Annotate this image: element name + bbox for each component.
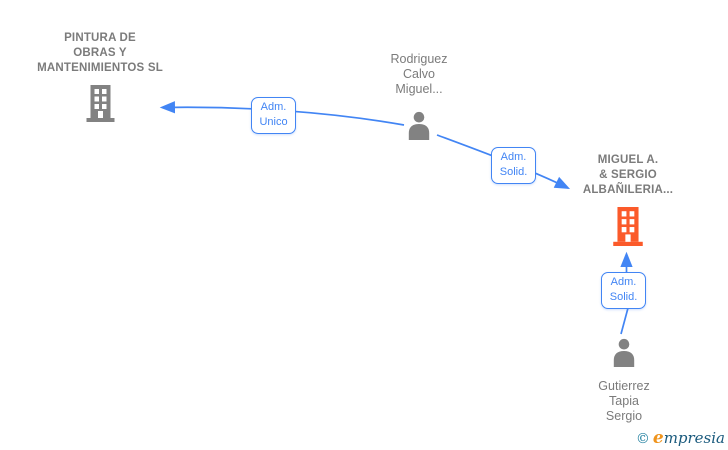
node-label-line: PINTURA DE (64, 32, 136, 44)
edge-gutierrez-miguel (621, 254, 628, 335)
node-label-line: & SERGIO (599, 169, 657, 181)
node-label-line: ALBAÑILERIA... (582, 184, 674, 196)
brand-initial: e (652, 428, 664, 448)
node-label-line: MIGUEL A. (597, 154, 659, 166)
brand-name: mpresia (663, 429, 725, 447)
node-label-line: OBRAS Y (73, 47, 127, 59)
node-label-line: MANTENIMIENTOS SL (37, 62, 163, 74)
copyright-symbol: © (635, 431, 650, 447)
edge-label-line: Solid. (609, 291, 638, 303)
person-icon[interactable] (344, 110, 494, 145)
node-label: Gutierrez Tapia Sergio (549, 379, 699, 424)
person-icon[interactable] (549, 337, 699, 372)
node-label: PINTURA DE OBRAS Y MANTENIMIENTOS SL (25, 31, 175, 76)
node-person-rodriguez[interactable]: Rodriguez Calvo Miguel... (344, 52, 494, 145)
edge-label-adm-unico: Adm. Unico (251, 97, 296, 134)
node-label: Rodriguez Calvo Miguel... (344, 52, 494, 97)
edge-label-adm-solid-1: Adm. Solid. (491, 147, 536, 184)
node-company-pintura[interactable]: PINTURA DE OBRAS Y MANTENIMIENTOS SL (25, 31, 175, 127)
edge-label-line: Solid. (499, 166, 528, 178)
node-label-line: Tapia (609, 394, 639, 408)
node-label-line: Miguel... (395, 82, 443, 96)
edge-label-line: Adm. (610, 276, 637, 288)
building-icon[interactable] (553, 207, 703, 251)
node-label-line: Sergio (605, 409, 643, 423)
edge-label-line: Unico (259, 116, 288, 128)
node-company-miguel-sergio[interactable]: MIGUEL A. & SERGIO ALBAÑILERIA... (553, 153, 703, 251)
edge-label-line: Adm. (500, 151, 527, 163)
edge-label-adm-solid-2: Adm. Solid. (601, 272, 646, 309)
node-label-line: Gutierrez (598, 379, 650, 393)
node-label-line: Rodriguez (390, 52, 448, 66)
node-label: MIGUEL A. & SERGIO ALBAÑILERIA... (553, 153, 703, 198)
node-label-line: Calvo (403, 67, 435, 81)
empresia-watermark: ©empresia (636, 428, 725, 448)
edge-label-line: Adm. (260, 101, 287, 113)
node-person-gutierrez[interactable]: Gutierrez Tapia Sergio (549, 337, 699, 424)
building-icon[interactable] (25, 85, 175, 127)
